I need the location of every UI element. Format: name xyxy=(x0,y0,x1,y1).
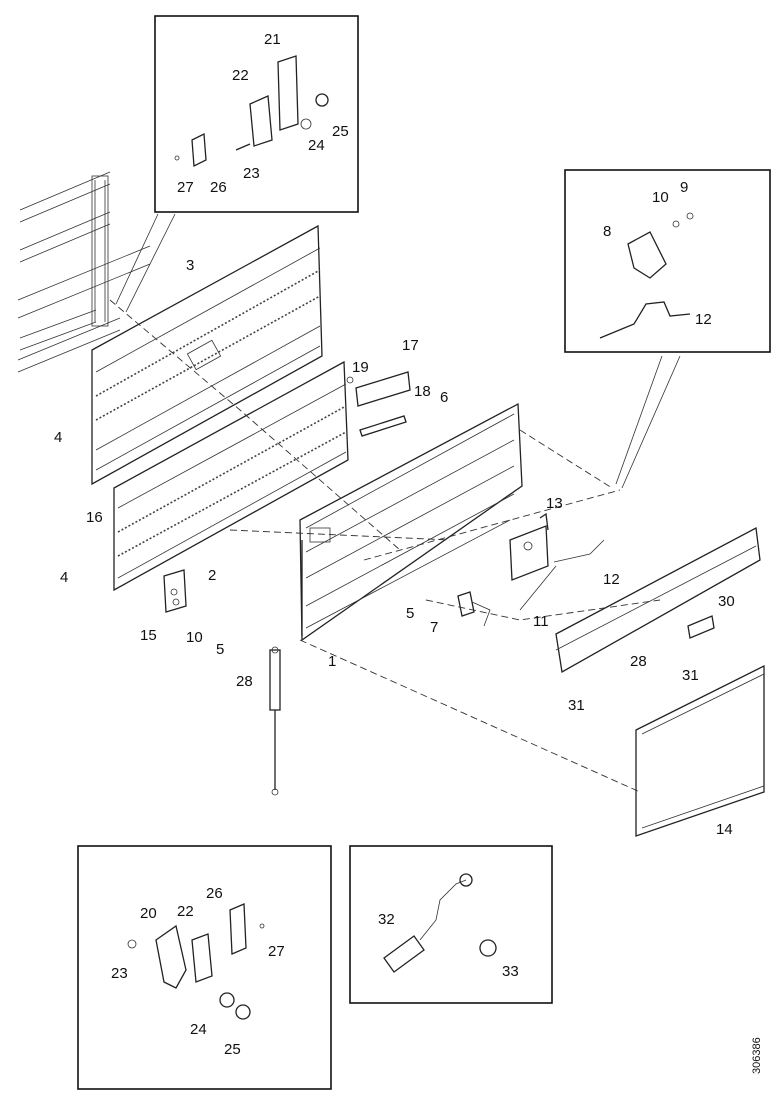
callout-9: 9 xyxy=(680,179,688,196)
callout-28: 28 xyxy=(630,653,647,670)
part-18-strip xyxy=(359,415,407,437)
panel-3 xyxy=(91,224,323,486)
detail-box-top-right xyxy=(564,169,771,353)
callout-1: 1 xyxy=(328,653,336,670)
callout-21: 21 xyxy=(264,31,281,48)
detail-box-bottom-center xyxy=(349,845,553,1004)
leader-lines xyxy=(109,213,681,793)
callout-10: 10 xyxy=(186,629,203,646)
callout-6: 6 xyxy=(440,389,448,406)
callout-25: 25 xyxy=(332,123,349,140)
callout-27: 27 xyxy=(177,179,194,196)
callout-32: 32 xyxy=(378,911,395,928)
callout-14: 14 xyxy=(716,821,733,838)
callout-15: 15 xyxy=(140,627,157,644)
callout-8: 8 xyxy=(603,223,611,240)
callout-22: 22 xyxy=(232,67,249,84)
detail-box-bottom-left xyxy=(77,845,332,1090)
callout-16: 16 xyxy=(86,509,103,526)
callout-4: 4 xyxy=(60,569,68,586)
panel-2 xyxy=(113,360,349,592)
callout-31: 31 xyxy=(682,667,699,684)
callout-33: 33 xyxy=(502,963,519,980)
callout-2: 2 xyxy=(208,567,216,584)
callout-26: 26 xyxy=(206,885,223,902)
callout-18: 18 xyxy=(414,383,431,400)
callout-30: 30 xyxy=(718,593,735,610)
callout-20: 20 xyxy=(140,905,157,922)
part-callouts: 1 2 3 4 4 5 5 6 7 8 9 10 10 11 12 12 13 … xyxy=(54,31,735,1058)
document-number: 306386 xyxy=(751,1037,763,1074)
callout-22: 22 xyxy=(177,903,194,920)
callout-7: 7 xyxy=(430,619,438,636)
callout-4: 4 xyxy=(54,429,62,446)
callout-13: 13 xyxy=(546,495,563,512)
panel-14 xyxy=(635,664,765,837)
callout-27: 27 xyxy=(268,943,285,960)
gas-strut-28 xyxy=(269,646,281,796)
step-29 xyxy=(555,526,761,674)
callout-24: 24 xyxy=(308,137,325,154)
panel-1 xyxy=(299,402,523,642)
callout-28: 28 xyxy=(236,673,253,690)
callout-12: 12 xyxy=(603,571,620,588)
hinge-bracket-15 xyxy=(163,569,187,613)
callout-31: 31 xyxy=(568,697,585,714)
callout-26: 26 xyxy=(210,179,227,196)
truck-frame xyxy=(17,171,151,373)
callout-23: 23 xyxy=(243,165,260,182)
callout-3: 3 xyxy=(186,257,194,274)
callout-19: 19 xyxy=(352,359,369,376)
callout-10: 10 xyxy=(652,189,669,206)
part-17-plate xyxy=(355,371,411,407)
detail-box-top-center xyxy=(154,15,359,213)
callout-12: 12 xyxy=(695,311,712,328)
callout-11: 11 xyxy=(533,613,549,630)
callout-17: 17 xyxy=(402,337,419,354)
callout-25: 25 xyxy=(224,1041,241,1058)
callout-5: 5 xyxy=(216,641,224,658)
callout-5: 5 xyxy=(406,605,414,622)
callout-23: 23 xyxy=(111,965,128,982)
latch-assembly xyxy=(457,512,605,627)
callout-24: 24 xyxy=(190,1021,207,1038)
part-19-screw xyxy=(346,376,354,384)
